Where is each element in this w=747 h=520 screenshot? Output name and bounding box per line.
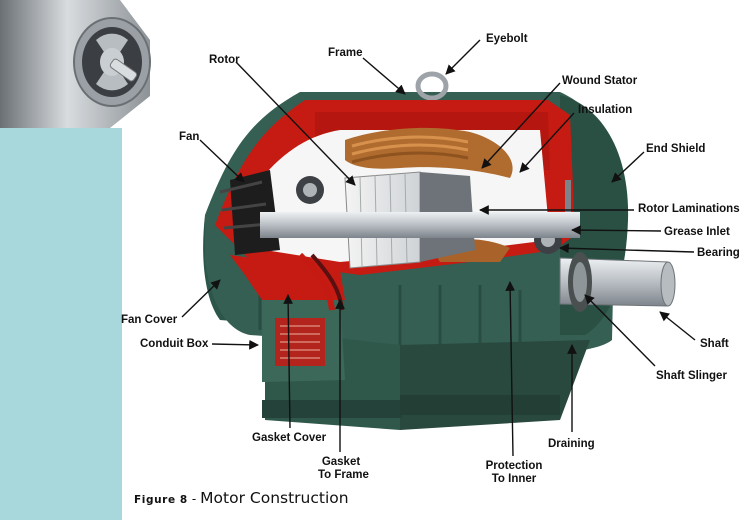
label-eyebolt: Eyebolt — [486, 33, 528, 45]
figure-title: Motor Construction — [200, 489, 349, 507]
label-protection-to-inner: Protection To Inner — [483, 460, 545, 486]
label-rotor: Rotor — [209, 54, 240, 66]
label-gasket-to-frame: Gasket To Frame — [318, 456, 369, 482]
label-fan: Fan — [179, 131, 200, 143]
label-fan-cover: Fan Cover — [121, 314, 178, 326]
thumbnail-motor-photo — [0, 0, 174, 128]
label-rotor-laminations: Rotor Laminations — [638, 203, 740, 215]
label-bearing: Bearing — [697, 247, 740, 259]
label-shaft-slinger: Shaft Slinger — [656, 370, 727, 382]
figure-number: Figure 8 — [134, 494, 188, 506]
label-gasket-cover: Gasket Cover — [252, 432, 327, 444]
label-grease-inlet: Grease Inlet — [664, 226, 730, 238]
label-draining: Draining — [548, 438, 595, 450]
label-insulation: Insulation — [578, 104, 633, 116]
label-protection-to-inner-line1: Protection — [485, 460, 543, 472]
label-shaft: Shaft — [700, 338, 729, 350]
shaft — [260, 212, 676, 312]
label-gasket-to-frame-line1: Gasket — [321, 456, 361, 468]
label-conduit-box: Conduit Box — [140, 338, 209, 350]
label-gasket-to-frame-line2: To Frame — [318, 469, 369, 481]
caption-separator: - — [191, 491, 197, 506]
label-wound-stator: Wound Stator — [562, 75, 638, 87]
label-frame: Frame — [328, 47, 363, 59]
figure-caption: Figure 8-Motor Construction — [134, 489, 349, 508]
label-end-shield: End Shield — [646, 143, 706, 155]
leader-lines — [181, 39, 696, 457]
label-protection-to-inner-line2: To Inner — [491, 473, 537, 485]
